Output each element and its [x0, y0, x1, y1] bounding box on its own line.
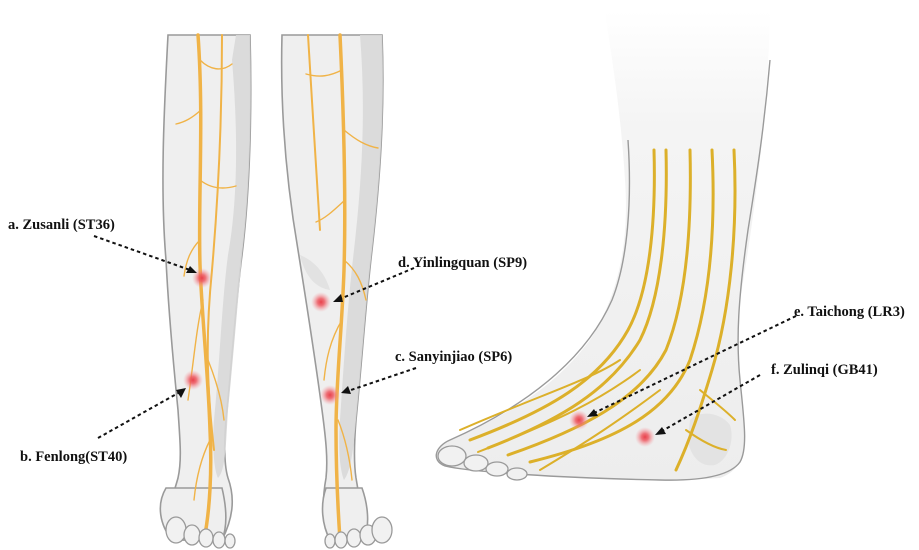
- left-leg: [160, 35, 250, 548]
- acupoint-b-marker: [183, 370, 203, 390]
- label-taichong: e. Taichong (LR3): [794, 304, 905, 320]
- side-foot: [436, 10, 770, 480]
- acupoint-c-marker: [320, 385, 340, 405]
- label-sanyinjiao: c. Sanyinjiao (SP6): [395, 349, 512, 365]
- right-leg: [282, 35, 392, 548]
- leader-line-b: [98, 388, 186, 438]
- label-yinlingquan: d. Yinlingquan (SP9): [398, 255, 527, 271]
- acupoint-f-marker: [635, 427, 655, 447]
- acupoint-e-marker: [569, 410, 589, 430]
- acupoint-d-marker: [311, 292, 331, 312]
- label-fenlong: b. Fenlong(ST40): [20, 449, 127, 465]
- label-zusanli: a. Zusanli (ST36): [8, 217, 115, 233]
- label-zulinqi: f. Zulinqi (GB41): [771, 362, 878, 378]
